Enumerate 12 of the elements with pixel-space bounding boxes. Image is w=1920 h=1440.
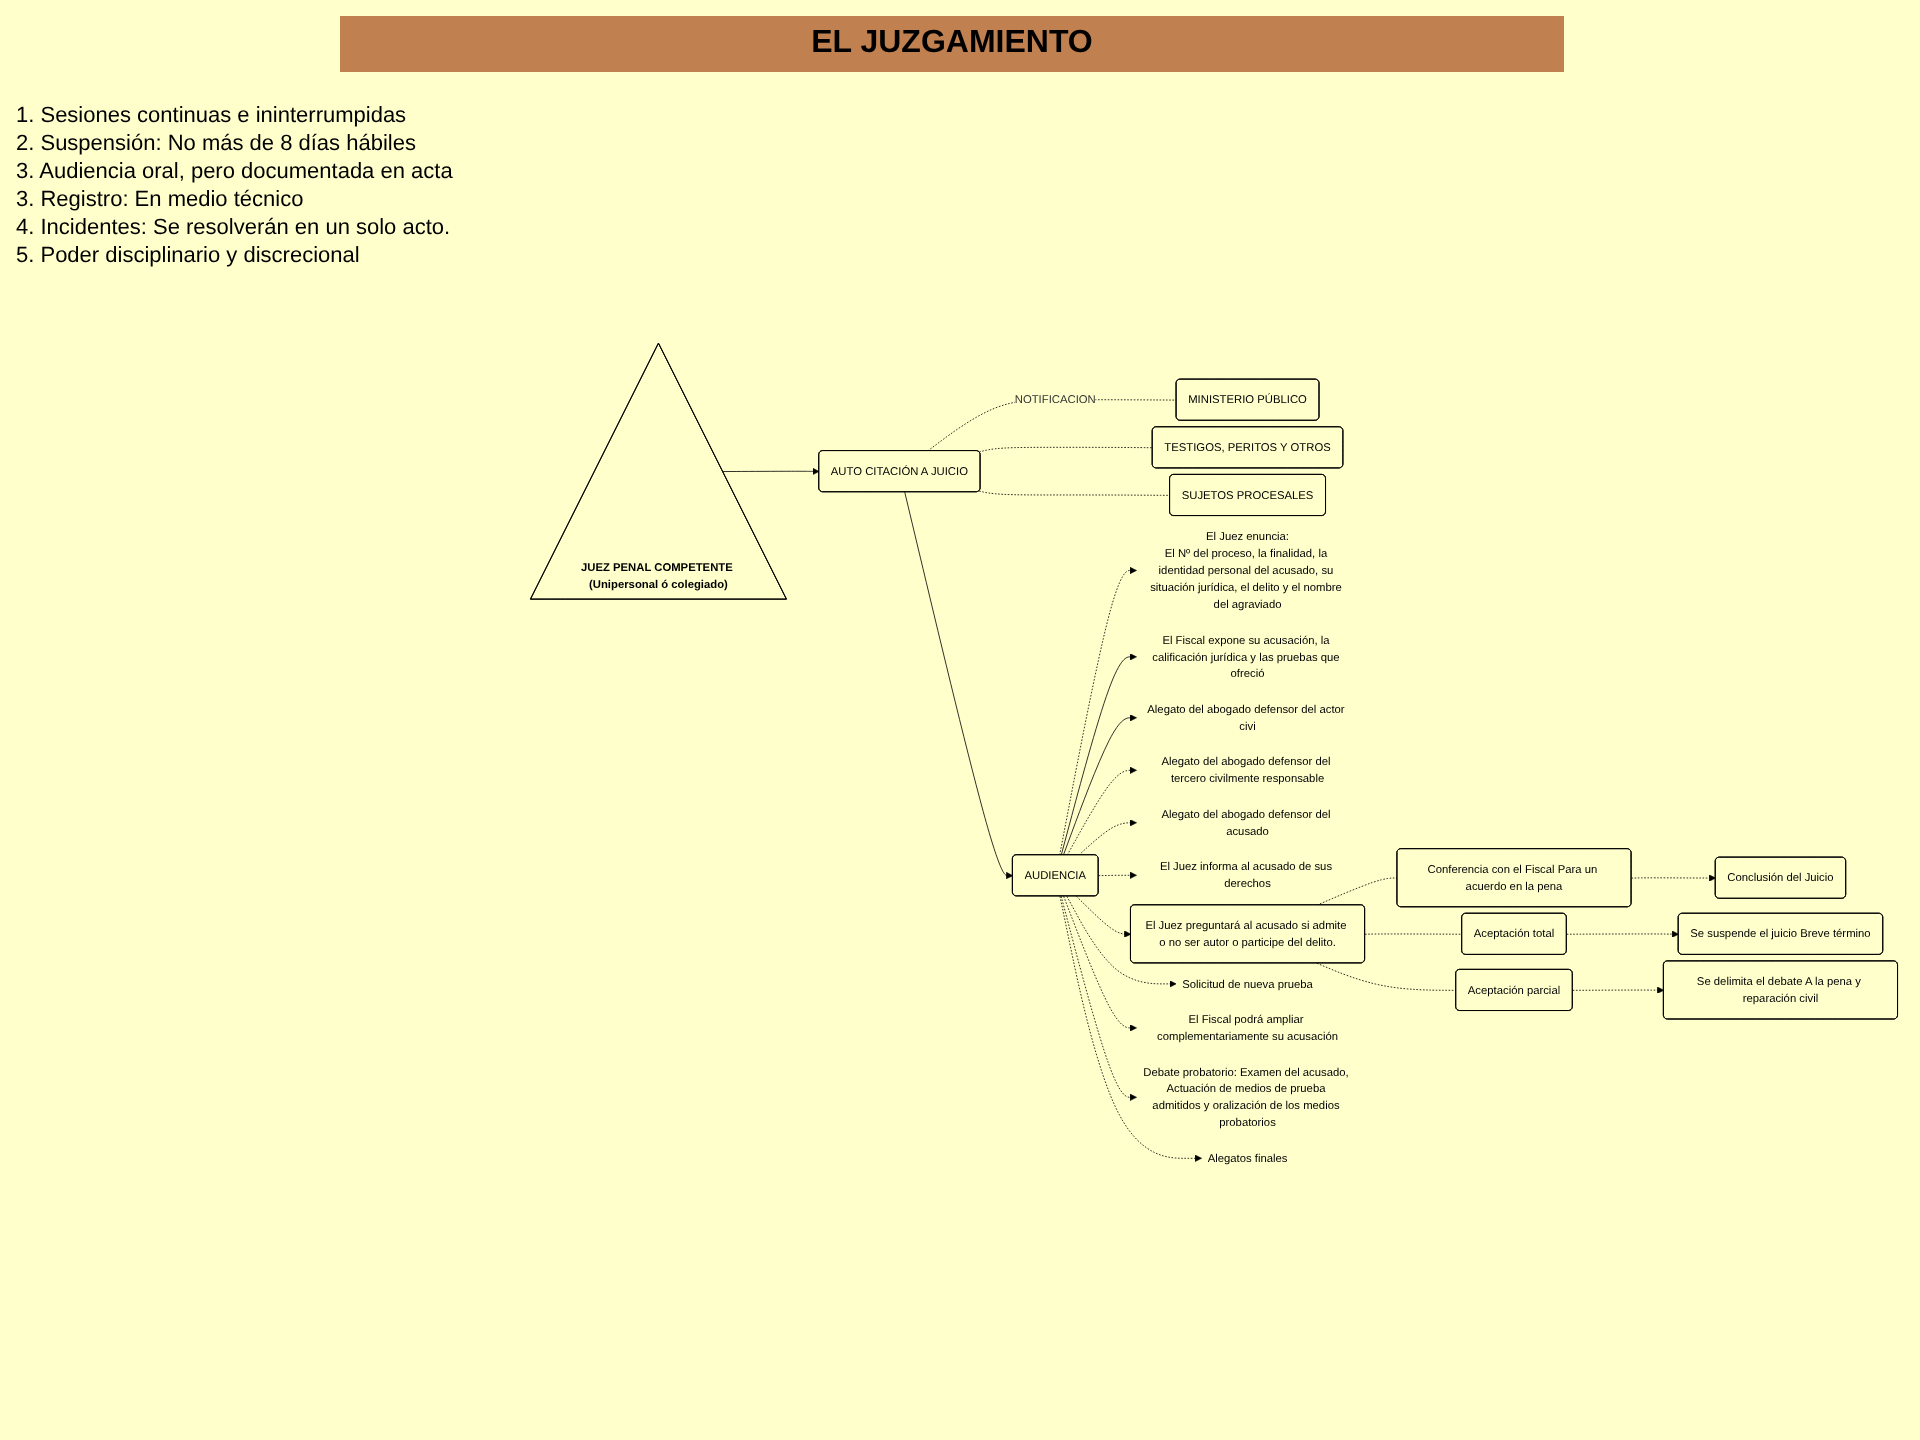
- connector: [978, 490, 1171, 496]
- note-text: 2. Suspensión: No más de 8 días hábiles: [16, 132, 418, 156]
- title-bar: EL JUZGAMIENTO: [340, 16, 1564, 72]
- connector: [1316, 962, 1457, 991]
- note-text: 5. Poder disciplinario y discrecional: [16, 244, 362, 268]
- note-text: 3. Registro: En medio técnico: [16, 188, 306, 212]
- note-text: 4. Incidentes: Se resolverán en un solo acto.: [16, 216, 453, 240]
- connector: [1364, 933, 1463, 935]
- connector: [1316, 877, 1398, 906]
- connector: [978, 446, 1153, 453]
- note-text: 3. Audiencia oral, pero documentada en acta: [16, 160, 455, 184]
- note-text: 1. Sesiones continuas e ininterrumpidas: [16, 104, 409, 128]
